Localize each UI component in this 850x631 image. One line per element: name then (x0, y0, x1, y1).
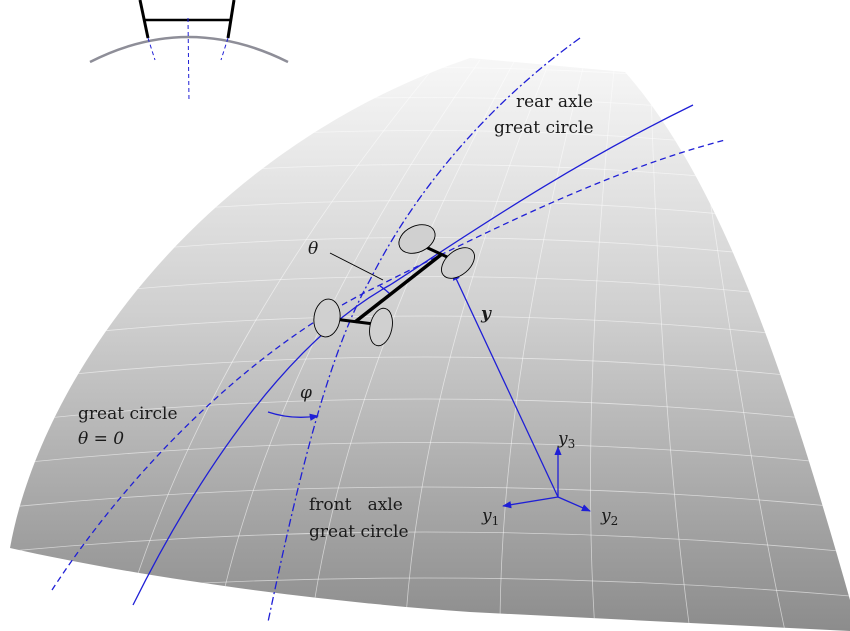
labels: rear axle great circle θ y φ great circl… (78, 92, 618, 542)
y-vector (452, 271, 559, 498)
rear-axle-label-line1: rear axle (516, 92, 593, 112)
y3-label: y3 (557, 429, 575, 451)
front-axle-label-line1: front axle (309, 495, 403, 515)
front-axle-label-line2: great circle (309, 522, 409, 542)
y-vector-label: y (480, 304, 492, 324)
phi-label: φ (300, 383, 312, 403)
rear-axle-label-line2: great circle (494, 118, 594, 138)
great-circles (51, 37, 726, 623)
great-circle-label-line2: θ = 0 (78, 429, 124, 449)
theta-label: θ (308, 239, 318, 259)
coordinate-axes (502, 446, 591, 512)
y2-axis (557, 496, 591, 512)
y1-label: y1 (481, 506, 499, 528)
y1-axis (502, 496, 559, 509)
y2-label: y2 (600, 506, 618, 528)
theta-zero-great-circle (51, 139, 726, 591)
phi-angle-arc (267, 411, 319, 421)
sphere-surface (10, 58, 850, 631)
rear-axle-great-circle (267, 37, 581, 623)
vehicle-trajectory-curve (132, 104, 694, 606)
two-axle-vehicle-icon (313, 224, 475, 347)
great-circle-label-line1: great circle (78, 404, 178, 424)
vehicle-on-arc-inset-icon (89, 0, 289, 103)
